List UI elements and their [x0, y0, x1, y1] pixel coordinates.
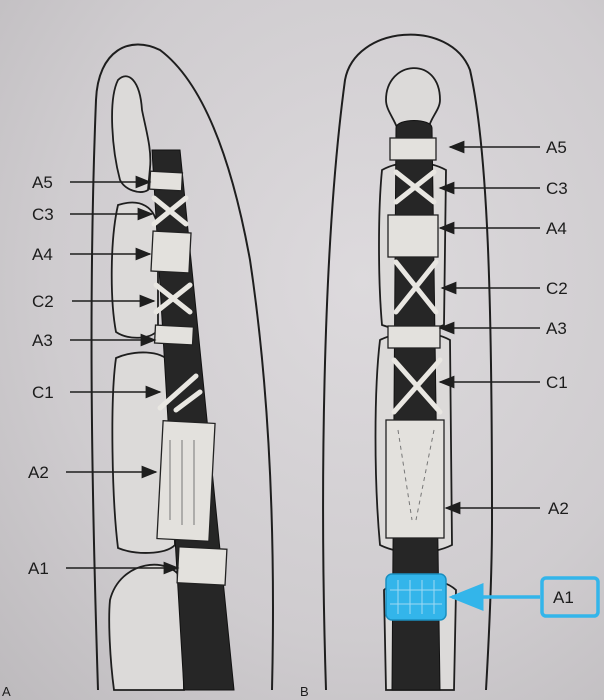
distal-phalanx-a	[111, 75, 152, 193]
pulley-a4-b	[387, 214, 439, 258]
label-a4-b: A4	[546, 219, 567, 238]
label-a1-a: A1	[28, 559, 49, 578]
label-arrows-a	[66, 175, 180, 575]
label-a3-b: A3	[546, 319, 567, 338]
pulley-a3-a	[153, 324, 195, 346]
panel-letter-a: A	[2, 684, 11, 699]
finger-outline-a	[90, 43, 274, 691]
pulley-a1-b	[385, 573, 447, 621]
label-a5-b: A5	[546, 138, 567, 157]
pulley-c3-b	[393, 169, 437, 205]
label-c3-b: C3	[546, 179, 568, 198]
label-arrows-b	[438, 140, 540, 611]
label-c1-b: C1	[546, 373, 568, 392]
label-c1-a: C1	[32, 383, 54, 402]
label-a1-b: A1	[553, 588, 574, 607]
pulley-c1-b	[391, 357, 443, 415]
label-a3-a: A3	[32, 331, 53, 350]
label-c3-a: C3	[32, 205, 54, 224]
labels-a: A5 C3 A4 C2 A3 C1 A2 A1	[28, 173, 54, 578]
distal-phalanx-b	[385, 67, 441, 131]
pulley-a1-grid-b	[390, 580, 442, 614]
finger-outline-b	[322, 33, 494, 691]
pulley-a2-hatching-a	[169, 440, 195, 525]
pulley-c3-a	[151, 195, 189, 227]
panel-letter-b: B	[300, 684, 309, 699]
pulley-a2-marks-b	[397, 429, 435, 521]
pulley-a5-a	[148, 170, 184, 192]
panel-a: A5 C3 A4 C2 A3 C1 A2 A1 A	[2, 43, 274, 699]
pulley-c1-a	[157, 373, 203, 413]
pulley-a1-a	[176, 546, 228, 586]
metacarpal-a	[108, 563, 185, 691]
pulley-c2-a	[153, 282, 193, 315]
pulley-a4-a	[150, 230, 192, 274]
label-c2-b: C2	[546, 279, 568, 298]
label-c2-a: C2	[32, 292, 54, 311]
label-a4-a: A4	[32, 245, 53, 264]
label-a5-a: A5	[32, 173, 53, 192]
pulley-a2-b	[385, 419, 445, 539]
pulley-c2-b	[393, 259, 439, 315]
highlight-box-a1-b	[540, 576, 600, 618]
pulley-a2-a	[156, 420, 216, 542]
label-a2-b: A2	[548, 499, 569, 518]
label-a2-a: A2	[28, 463, 49, 482]
pulley-a5-b	[389, 137, 437, 161]
labels-b: A5 C3 A4 C2 A3 C1 A2 A1	[540, 138, 600, 618]
pulley-a3-b	[387, 325, 441, 349]
panel-b: A5 C3 A4 C2 A3 C1 A2 A1 B	[300, 33, 600, 699]
